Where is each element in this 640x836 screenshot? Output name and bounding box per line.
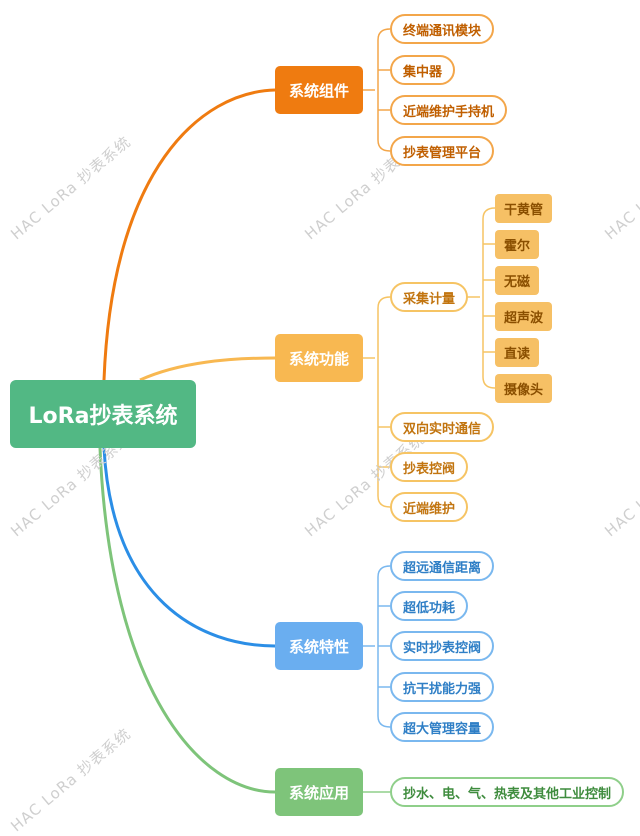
subitem-non-magnetic[interactable]: 无磁 <box>495 266 540 295</box>
leaf-two-way-comm[interactable]: 双向实时通信 <box>390 412 495 442</box>
connector-features-leaves <box>362 565 391 728</box>
connector-root-features <box>102 447 276 648</box>
leaf-meter-reading-apps[interactable]: 抄水、电、气、热表及其他工业控制 <box>390 777 625 807</box>
subitem-camera[interactable]: 摄像头 <box>495 374 553 403</box>
leaf-valve-control[interactable]: 抄表控阀 <box>390 452 469 482</box>
leaf-terminal-module[interactable]: 终端通讯模块 <box>390 14 495 44</box>
leaf-metering[interactable]: 采集计量 <box>390 282 469 312</box>
leaf-near-maintenance[interactable]: 近端维护 <box>390 492 469 522</box>
leaf-large-capacity[interactable]: 超大管理容量 <box>390 712 495 742</box>
subitem-direct-read[interactable]: 直读 <box>495 338 540 367</box>
connector-functions-leaves <box>362 296 391 508</box>
leaf-long-range[interactable]: 超远通信距离 <box>390 551 495 581</box>
leaf-low-power[interactable]: 超低功耗 <box>390 591 469 621</box>
branch-applications[interactable]: 系统应用 <box>275 768 363 816</box>
connector-components-leaves <box>362 28 391 152</box>
leaf-anti-interference[interactable]: 抗干扰能力强 <box>390 672 495 702</box>
connector-functions-subitems <box>467 207 496 389</box>
branch-components[interactable]: 系统组件 <box>275 66 363 114</box>
leaf-handheld[interactable]: 近端维护手持机 <box>390 95 508 125</box>
branch-features[interactable]: 系统特性 <box>275 622 363 670</box>
subitem-ultrasonic[interactable]: 超声波 <box>495 302 553 331</box>
branch-functions[interactable]: 系统功能 <box>275 334 363 382</box>
subitem-reed-switch[interactable]: 干黄管 <box>495 194 553 223</box>
leaf-concentrator[interactable]: 集中器 <box>390 55 456 85</box>
subitem-hall[interactable]: 霍尔 <box>495 230 540 259</box>
connector-root-functions <box>139 356 276 382</box>
connector-root-components <box>102 88 276 381</box>
leaf-realtime-valve[interactable]: 实时抄表控阀 <box>390 631 495 661</box>
root-node[interactable]: LoRa抄表系统 <box>10 380 196 448</box>
leaf-platform[interactable]: 抄表管理平台 <box>390 136 495 166</box>
connector-root-applications <box>98 447 276 794</box>
